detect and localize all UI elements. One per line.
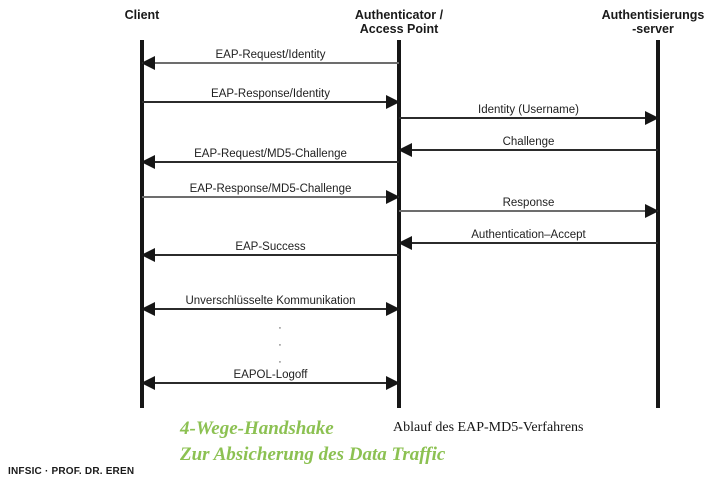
message-line xyxy=(142,254,399,256)
arrowhead-right-icon xyxy=(645,111,659,125)
arrowhead-left-icon xyxy=(398,143,412,157)
message-line xyxy=(399,149,658,151)
green-caption-line-2: Zur Absicherung des Data Traffic xyxy=(180,444,446,465)
arrowhead-left-icon xyxy=(141,155,155,169)
actor-label-authenticator: Authenticator / Access Point xyxy=(354,8,444,36)
continuation-dots: · · · xyxy=(270,320,290,371)
message-line xyxy=(142,161,399,163)
continuation-dot: · xyxy=(278,322,282,334)
continuation-dot: · xyxy=(278,356,282,368)
message-eap-request-md5-challenge: EAP-Request/MD5-Challenge xyxy=(141,148,399,171)
arrowhead-left-icon xyxy=(141,302,155,316)
message-line xyxy=(142,62,399,64)
arrowhead-right-icon xyxy=(386,302,400,316)
message-eapol-logoff: EAPOL-Logoff xyxy=(141,369,400,392)
message-eap-success: EAP-Success xyxy=(141,241,399,264)
lifeline-auth-server xyxy=(656,40,660,408)
green-caption-line-1: 4-Wege-Handshake xyxy=(180,418,334,439)
message-line xyxy=(142,382,399,384)
message-line xyxy=(142,101,399,103)
message-label: EAP-Request/MD5-Challenge xyxy=(194,148,347,160)
message-authentication-accept: Authentication–Accept xyxy=(398,229,658,252)
message-identity-username: Identity (Username) xyxy=(399,104,659,127)
message-unverschluesselte-kommunikation: Unverschlüsselte Kommunikation xyxy=(141,295,400,318)
arrowhead-right-icon xyxy=(386,376,400,390)
message-eap-response-identity: EAP-Response/Identity xyxy=(142,88,400,111)
diagram-caption: Ablauf des EAP-MD5-Verfahrens xyxy=(393,420,584,435)
actor-label-auth-server: Authentisierungs -server xyxy=(601,8,705,36)
message-label: Identity (Username) xyxy=(478,104,579,116)
message-line xyxy=(399,210,658,212)
lifeline-authenticator xyxy=(397,40,401,408)
arrowhead-right-icon xyxy=(645,204,659,218)
actor-label-client: Client xyxy=(124,8,160,22)
arrowhead-right-icon xyxy=(386,95,400,109)
message-label: Unverschlüsselte Kommunikation xyxy=(185,295,356,307)
arrowhead-left-icon xyxy=(141,248,155,262)
message-label: Authentication–Accept xyxy=(471,229,586,241)
message-line xyxy=(142,308,399,310)
message-line xyxy=(399,117,658,119)
arrowhead-left-icon xyxy=(398,236,412,250)
message-label: Challenge xyxy=(502,136,555,148)
message-challenge: Challenge xyxy=(398,136,658,159)
lifeline-client xyxy=(140,40,144,408)
message-line xyxy=(142,196,399,198)
message-label: Response xyxy=(502,197,555,209)
message-eap-request-identity: EAP-Request/Identity xyxy=(141,49,399,72)
message-label: EAPOL-Logoff xyxy=(233,369,308,381)
message-label: EAP-Success xyxy=(235,241,306,253)
message-label: EAP-Response/Identity xyxy=(211,88,330,100)
arrowhead-left-icon xyxy=(141,376,155,390)
arrowhead-right-icon xyxy=(386,190,400,204)
arrowhead-left-icon xyxy=(141,56,155,70)
message-eap-response-md5-challenge: EAP-Response/MD5-Challenge xyxy=(142,183,400,206)
message-label: EAP-Response/MD5-Challenge xyxy=(189,183,352,195)
message-label: EAP-Request/Identity xyxy=(215,49,326,61)
message-line xyxy=(399,242,658,244)
footer-attribution: INFSIC · PROF. DR. EREN xyxy=(8,466,135,477)
continuation-dot: · xyxy=(278,339,282,351)
message-response: Response xyxy=(399,197,659,220)
